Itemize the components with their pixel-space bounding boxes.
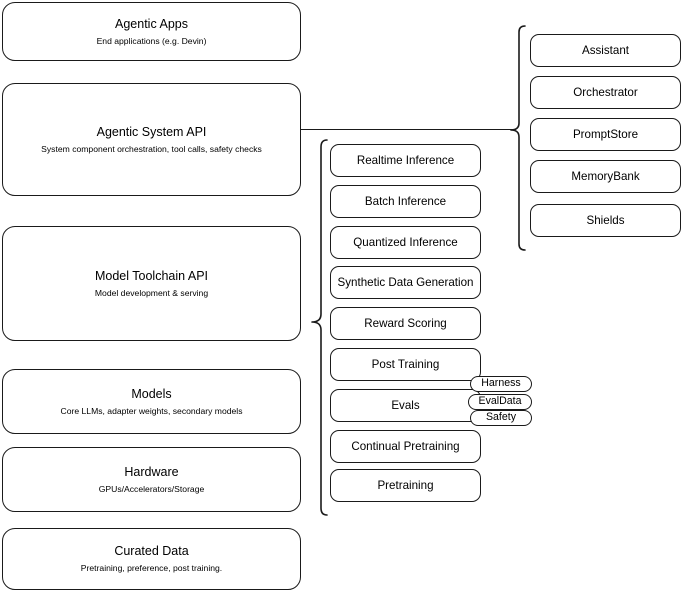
evals-tag-harness[interactable]: Harness [470, 376, 532, 392]
stack-layer-models[interactable]: Models Core LLMs, adapter weights, secon… [2, 369, 301, 434]
agentic-component-promptstore[interactable]: PromptStore [530, 118, 681, 151]
capability-label: Quantized Inference [353, 235, 458, 249]
toolchain-capability-pretraining[interactable]: Pretraining [330, 469, 481, 502]
evals-tag-safety[interactable]: Safety [470, 410, 532, 426]
toolchain-capability-synthetic-data-generation[interactable]: Synthetic Data Generation [330, 266, 481, 299]
layer-subtitle: End applications (e.g. Devin) [96, 35, 207, 46]
bracket-agentic-components [509, 24, 527, 252]
capability-label: Post Training [371, 357, 440, 371]
layer-title: Models [131, 386, 172, 401]
toolchain-capability-realtime-inference[interactable]: Realtime Inference [330, 144, 481, 177]
capability-label: Batch Inference [364, 194, 447, 208]
layer-subtitle: System component orchestration, tool cal… [41, 143, 262, 154]
tag-label: EvalData [478, 395, 522, 408]
toolchain-capability-quantized-inference[interactable]: Quantized Inference [330, 226, 481, 259]
toolchain-capability-continual-pretraining[interactable]: Continual Pretraining [330, 430, 481, 463]
layer-title: Hardware [124, 464, 179, 479]
tag-label: Harness [481, 377, 521, 390]
component-label: MemoryBank [571, 169, 640, 183]
component-label: Assistant [581, 43, 630, 57]
agentic-component-shields[interactable]: Shields [530, 204, 681, 237]
toolchain-capability-post-training[interactable]: Post Training [330, 348, 481, 381]
layer-title: Model Toolchain API [94, 268, 209, 283]
agentic-component-memorybank[interactable]: MemoryBank [530, 160, 681, 193]
evals-tag-evaldata[interactable]: EvalData [468, 394, 532, 410]
component-label: Shields [586, 213, 625, 227]
layer-title: Agentic Apps [115, 16, 188, 31]
capability-label: Evals [391, 398, 420, 412]
capability-label: Pretraining [377, 478, 434, 492]
component-label: Orchestrator [573, 85, 638, 99]
layer-subtitle: Core LLMs, adapter weights, secondary mo… [60, 405, 243, 416]
layer-subtitle: GPUs/Accelerators/Storage [98, 483, 205, 494]
layer-title: Agentic System API [96, 124, 207, 139]
agentic-component-assistant[interactable]: Assistant [530, 34, 681, 67]
capability-label: Continual Pretraining [351, 439, 460, 453]
connector-agentic-system-to-components [301, 129, 514, 131]
stack-layer-curated-data[interactable]: Curated Data Pretraining, preference, po… [2, 528, 301, 590]
stack-layer-hardware[interactable]: Hardware GPUs/Accelerators/Storage [2, 447, 301, 512]
layer-subtitle: Pretraining, preference, post training. [80, 563, 223, 574]
toolchain-capability-batch-inference[interactable]: Batch Inference [330, 185, 481, 218]
stack-layer-agentic-system-api[interactable]: Agentic System API System component orch… [2, 83, 301, 196]
component-label: PromptStore [572, 127, 639, 141]
bracket-toolchain-capabilities [309, 138, 329, 518]
capability-label: Reward Scoring [364, 316, 447, 330]
capability-label: Realtime Inference [356, 153, 455, 167]
agentic-component-orchestrator[interactable]: Orchestrator [530, 76, 681, 109]
stack-layer-agentic-apps[interactable]: Agentic Apps End applications (e.g. Devi… [2, 2, 301, 61]
toolchain-capability-evals[interactable]: Evals [330, 389, 481, 422]
capability-label: Synthetic Data Generation [337, 275, 474, 289]
layer-title: Curated Data [114, 544, 189, 559]
tag-label: Safety [485, 411, 517, 424]
stack-layer-model-toolchain-api[interactable]: Model Toolchain API Model development & … [2, 226, 301, 341]
layer-subtitle: Model development & serving [94, 287, 209, 298]
toolchain-capability-reward-scoring[interactable]: Reward Scoring [330, 307, 481, 340]
